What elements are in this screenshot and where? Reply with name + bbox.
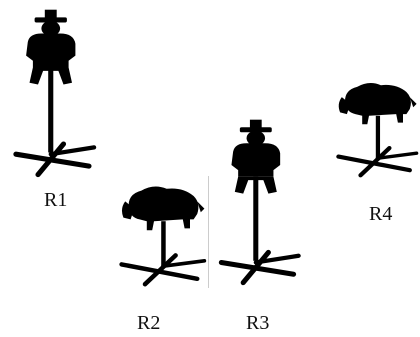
bison-silhouette-icon	[335, 70, 420, 182]
bison-silhouette-icon	[118, 176, 208, 288]
label-r2: R2	[137, 312, 161, 334]
label-r4: R4	[369, 203, 393, 225]
stand-r4	[335, 70, 420, 182]
stand-r3	[212, 118, 308, 286]
label-r3: R3	[246, 312, 270, 334]
label-r1: R1	[44, 189, 68, 211]
cowboy-silhouette-icon	[212, 118, 308, 286]
cowboy-silhouette-icon	[10, 8, 100, 178]
stand-r1	[10, 8, 100, 178]
stand-r2	[118, 176, 209, 288]
